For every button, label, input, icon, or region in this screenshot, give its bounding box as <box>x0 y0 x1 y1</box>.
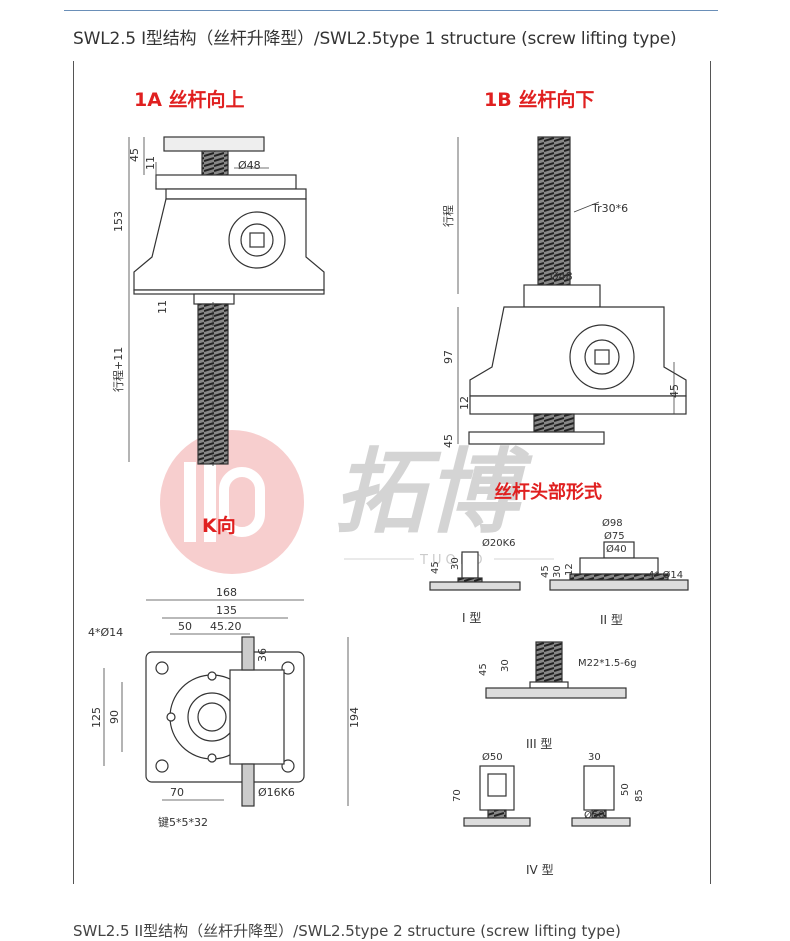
screw-head-title: 丝杆头部形式 <box>494 481 602 503</box>
view-1b-drawing <box>468 136 687 445</box>
head-4-85: 85 <box>634 789 645 802</box>
dim-k-shaft: Ø16K6 <box>258 786 295 799</box>
head-4-phi50a: Ø50 <box>482 751 503 763</box>
next-section-heading: SWL2.5 II型结构（丝杆升降型）/SWL2.5type 2 structu… <box>73 922 621 940</box>
dim-1a-11b: 11 <box>156 300 169 314</box>
view-1a-drawing <box>133 136 325 466</box>
head-4-50: 50 <box>620 783 631 796</box>
dim-k-holes: 4*Ø14 <box>88 626 123 639</box>
dim-1b-45a: 45 <box>668 384 681 398</box>
head-type-2-drawing <box>549 541 689 591</box>
head-3-30: 30 <box>500 659 511 672</box>
dim-1b-97: 97 <box>442 350 455 364</box>
head-2-label: II 型 <box>600 613 623 627</box>
dim-1a-11: 11 <box>144 156 157 170</box>
head-1-30: 30 <box>450 557 461 570</box>
head-3-45: 45 <box>478 663 489 676</box>
head-2-30: 30 <box>552 565 563 578</box>
dim-1b-thread: Tr30*6 <box>591 202 628 215</box>
view-k-title: K向 <box>202 514 236 537</box>
head-3-label: III 型 <box>526 737 552 751</box>
head-2-holes: 4* Ø14 <box>648 569 683 581</box>
head-2-phi98: Ø98 <box>602 517 623 529</box>
head-4-phi50b: Ø50 <box>584 809 605 821</box>
dim-k-125: 125 <box>90 707 103 728</box>
view-1b-title: 1B 丝杆向下 <box>484 88 594 111</box>
dim-1a-phi48: Ø48 <box>238 159 261 172</box>
head-1-label: I 型 <box>462 611 481 625</box>
head-3-thread: M22*1.5-6g <box>578 658 637 669</box>
head-1-45: 45 <box>430 561 441 574</box>
head-type-4-drawing <box>463 765 631 827</box>
technical-drawing: 拓博 TUOBO 1A 丝杆向上 1B 丝杆向下 K向 丝杆头部形式 45 11… <box>88 88 689 877</box>
view-k-dims <box>103 599 349 806</box>
dim-k-36: 36 <box>256 648 269 662</box>
view-1a-dims <box>128 137 269 462</box>
dim-k-key: 键5*5*32 <box>158 815 208 829</box>
dim-1a-45: 45 <box>128 148 141 162</box>
head-type-3-drawing <box>485 641 627 699</box>
view-1a-title: 1A 丝杆向上 <box>134 88 245 111</box>
view-k-drawing <box>145 636 305 807</box>
dim-k-135: 135 <box>216 604 237 617</box>
dim-k-194: 194 <box>348 707 361 728</box>
dim-1b-phi48: Ø48 <box>550 270 573 283</box>
dim-k-90: 90 <box>108 710 121 724</box>
watermark-brand-cn: 拓博 <box>334 439 533 546</box>
drawing-frame <box>73 61 711 884</box>
dim-k-45-20: 45.20 <box>210 620 242 633</box>
dim-1b-12: 12 <box>458 396 471 410</box>
head-2-phi75: Ø75 <box>604 530 625 542</box>
head-2-45: 45 <box>540 565 551 578</box>
head-4-label: IV 型 <box>526 863 554 877</box>
section-heading: SWL2.5 I型结构（丝杆升降型）/SWL2.5type 1 structur… <box>73 29 677 49</box>
watermark-logo <box>160 430 304 574</box>
dim-1b-45b: 45 <box>442 434 455 448</box>
head-2-12: 12 <box>564 563 575 576</box>
head-type-1-drawing <box>429 551 521 591</box>
head-4-70: 70 <box>452 789 463 802</box>
top-divider <box>64 10 718 11</box>
head-4-30: 30 <box>588 752 601 763</box>
head-1-phi: Ø20K6 <box>482 537 516 549</box>
view-1b-dims <box>457 137 675 444</box>
dim-1b-stroke: 行程 <box>442 205 455 227</box>
dim-k-50: 50 <box>178 620 192 633</box>
head-2-phi40: Ø40 <box>606 543 627 555</box>
dim-k-70: 70 <box>170 786 184 799</box>
dim-k-168: 168 <box>216 586 237 599</box>
dim-1a-153: 153 <box>112 211 125 232</box>
dim-1a-stroke: 行程+11 <box>112 347 125 392</box>
